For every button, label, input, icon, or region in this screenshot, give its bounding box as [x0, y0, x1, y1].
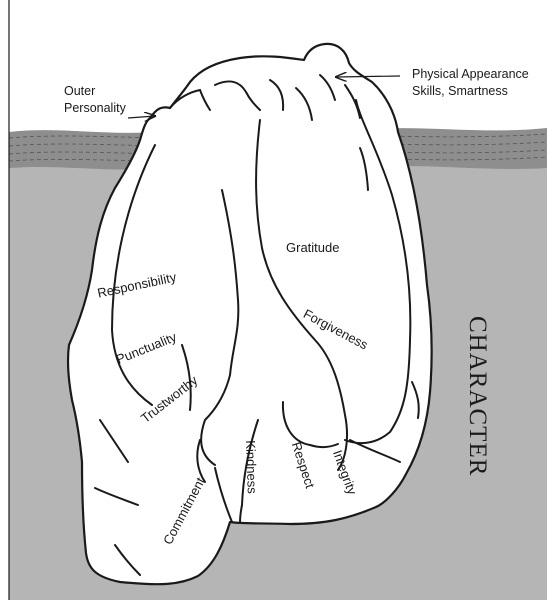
outer-personality-line-1: Outer — [64, 83, 126, 100]
physical-appearance-label: Physical Appearance Skills, Smartness — [412, 66, 529, 100]
trait-kindness: Kindness — [242, 440, 260, 494]
iceberg-body — [68, 44, 432, 584]
outer-personality-label: Outer Personality — [64, 83, 126, 117]
outer-personality-line-2: Personality — [64, 100, 126, 117]
trait-gratitude: Gratitude — [286, 240, 339, 256]
physical-appearance-line-1: Physical Appearance — [412, 66, 529, 83]
character-title: CHARACTER — [462, 316, 492, 476]
physical-appearance-line-2: Skills, Smartness — [412, 83, 529, 100]
